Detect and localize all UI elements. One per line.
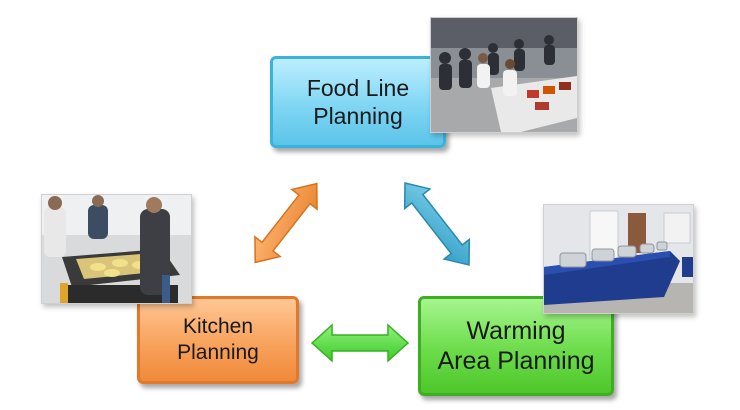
- kitchen-planning-box: Kitchen Planning: [137, 296, 299, 384]
- warming-area-planning-box: Warming Area Planning: [418, 296, 614, 396]
- warming-area-planning-label: Warming Area Planning: [437, 316, 595, 376]
- arrow-food-line-warming: [403, 182, 471, 266]
- arrow-kitchen-food-line: [254, 182, 318, 264]
- food-line-photo: [430, 17, 578, 133]
- food-line-planning-label: Food Line Planning: [306, 74, 410, 129]
- food-line-planning-box: Food Line Planning: [270, 56, 446, 148]
- kitchen-griddle-photo: [41, 194, 192, 304]
- arrow-kitchen-warming: [310, 323, 410, 363]
- kitchen-planning-label: Kitchen Planning: [177, 315, 259, 364]
- chafing-dishes-photo: [543, 204, 694, 314]
